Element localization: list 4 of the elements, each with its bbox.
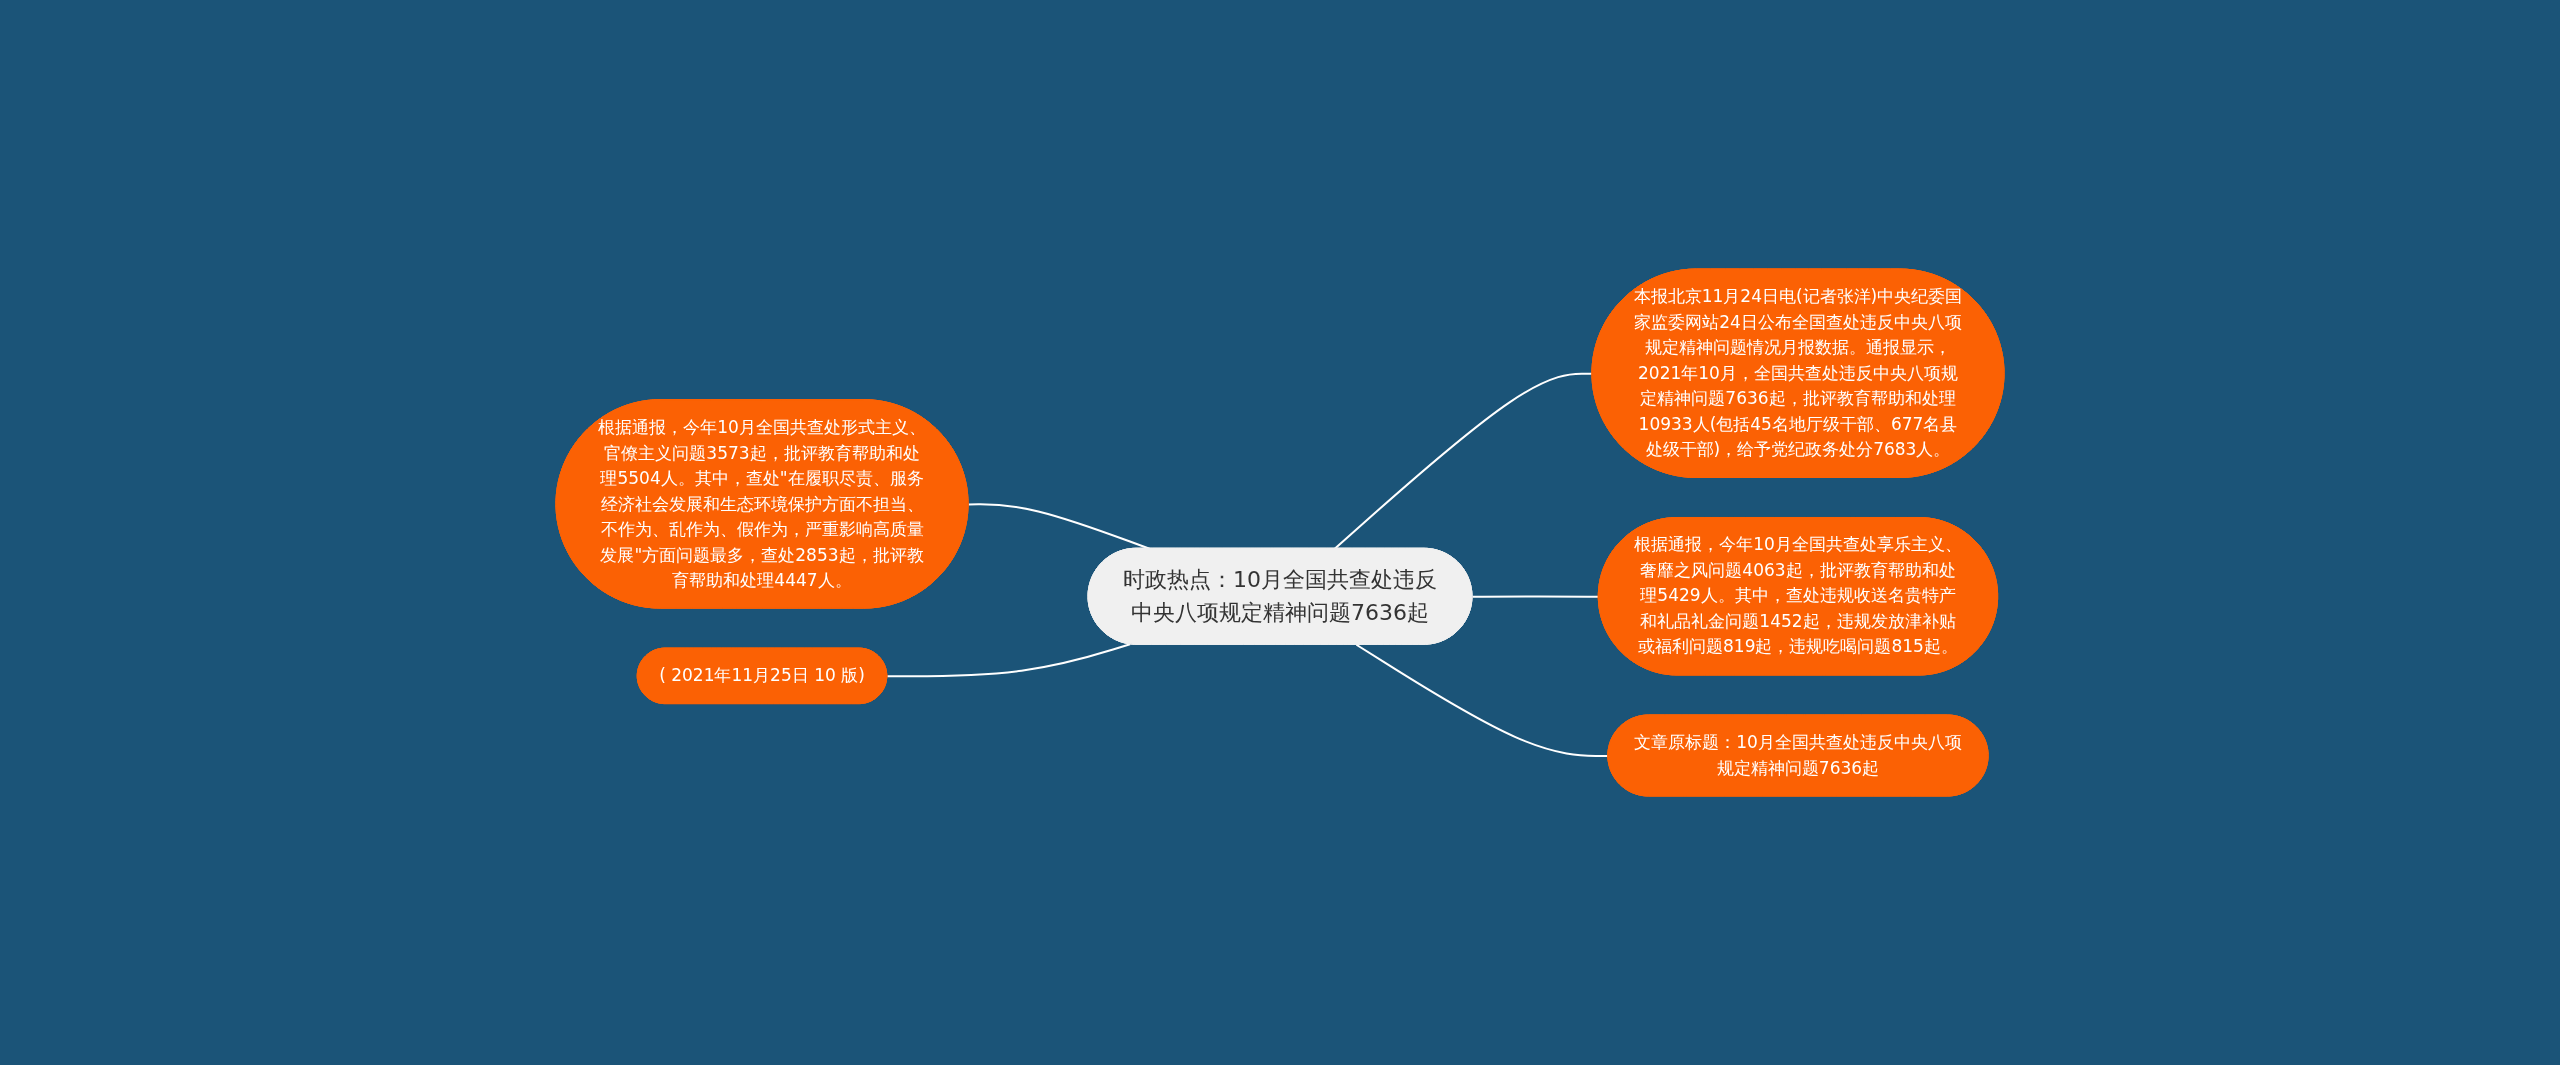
connector bbox=[1333, 372, 1594, 550]
connector bbox=[1471, 595, 1600, 598]
connector bbox=[967, 503, 1151, 550]
connector bbox=[886, 643, 1131, 678]
